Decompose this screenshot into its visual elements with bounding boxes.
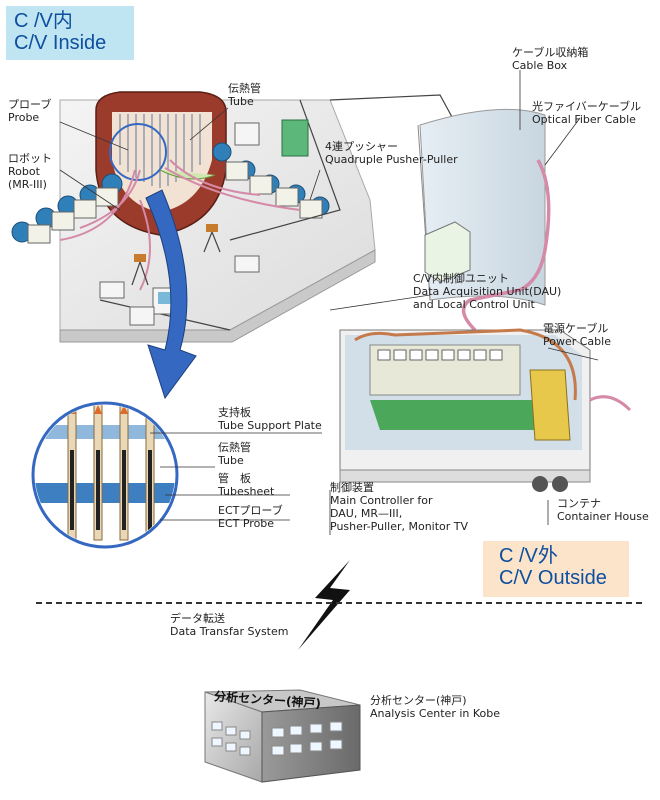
boundary-divider [36, 602, 642, 604]
cv-inside-jp: C /V内 [14, 10, 73, 32]
analysis-center-label: 分析センター(神戸)Analysis Center in Kobe [370, 694, 501, 720]
cv-inside-en: C/V Inside [14, 32, 107, 54]
tripods [131, 231, 221, 286]
steam-generator [95, 91, 227, 236]
leader-lines [59, 70, 599, 535]
analysis-center-building [204, 689, 361, 783]
cv-outside-jp: C /V外 [499, 545, 558, 567]
cables-inside [59, 159, 301, 291]
optical-fiber-cable [461, 159, 551, 332]
cv-outside-en: C/V Outside [499, 567, 607, 589]
dau-unit [424, 221, 471, 283]
data-transfer-bolt [298, 560, 350, 650]
cv-inside-title: C /V内 C/V Inside [6, 6, 134, 60]
tube-inset [31, 401, 179, 549]
power-cable [589, 395, 632, 412]
blue-arrow [145, 189, 197, 400]
container-house [339, 328, 591, 492]
cv-outside-title: C /V外 C/V Outside [483, 541, 629, 597]
robot-boxes [27, 161, 323, 244]
